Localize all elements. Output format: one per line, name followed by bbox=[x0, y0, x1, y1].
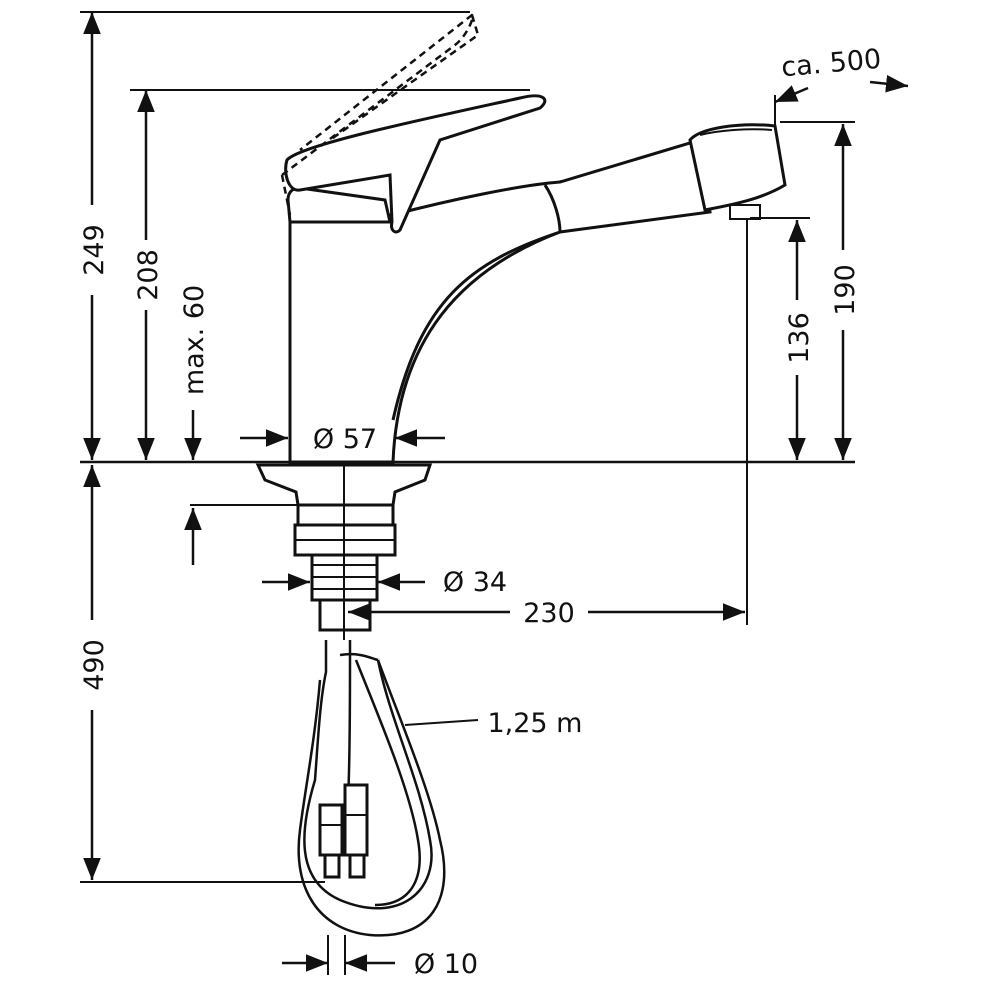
supply-hoses bbox=[297, 640, 446, 937]
dim-hose-length: 1,25 m bbox=[487, 708, 582, 739]
dim-spout-height: 190 bbox=[830, 264, 861, 316]
dim-base-diameter: Ø 57 bbox=[313, 424, 377, 455]
dim-below-deck: 490 bbox=[79, 639, 110, 691]
dim-spout-reach: 230 bbox=[523, 598, 575, 629]
faucet-body bbox=[280, 13, 787, 464]
dim-shank-diameter: Ø 34 bbox=[443, 567, 507, 598]
dim-line-ca500-right bbox=[869, 74, 909, 93]
dim-line-hose-length bbox=[404, 719, 479, 726]
dim-spout-clearance: 136 bbox=[784, 312, 815, 364]
extension-lines bbox=[80, 11, 855, 975]
dim-line-ca500-left bbox=[774, 85, 809, 104]
dim-hose-diameter: Ø 10 bbox=[414, 949, 478, 980]
dim-pullout-length: ca. 500 bbox=[780, 44, 882, 84]
dim-height-total: 249 bbox=[79, 224, 110, 276]
dim-height-lever: 208 bbox=[133, 249, 164, 301]
dim-max-deck: max. 60 bbox=[179, 285, 210, 395]
mounting-assembly bbox=[255, 463, 433, 640]
